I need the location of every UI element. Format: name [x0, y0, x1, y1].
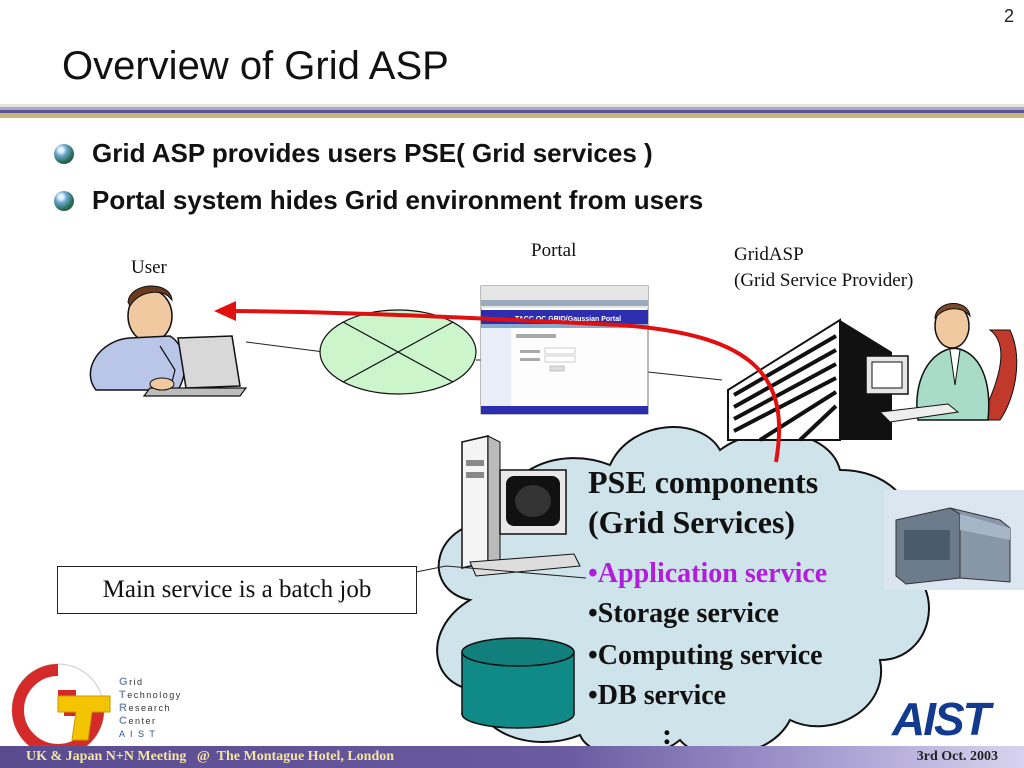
grc-logo-text: Grid Technology Research Center A I S T	[119, 676, 182, 741]
aist-logo: AIST	[892, 693, 991, 745]
grc-logo	[11, 663, 111, 757]
bullet-text: Grid ASP provides users PSE( Grid servic…	[92, 138, 653, 168]
gridasp-label-line1: GridASP	[734, 244, 804, 265]
supercomputer-photo-icon	[884, 490, 1024, 590]
pse-title-line2: (Grid Services)	[588, 504, 796, 540]
user-network-line	[245, 341, 325, 353]
bullet-item: Portal system hides Grid environment fro…	[54, 185, 703, 216]
workstation-computer-icon	[461, 435, 581, 577]
bullet-orb-icon	[54, 143, 74, 164]
portal-label: Portal	[531, 240, 577, 261]
portal-window-title: TACC QC GRID/Gaussian Portal	[515, 316, 621, 323]
pse-title: PSE components (Grid Services)	[588, 462, 818, 542]
pse-item-application: •Application service	[588, 558, 828, 589]
grc-word: esearch	[128, 703, 171, 713]
grc-letter: R	[119, 702, 129, 714]
grc-letter: T	[119, 689, 128, 701]
footer-bar: UK & Japan N+N Meeting @ The Montague Ho…	[0, 746, 1024, 768]
grc-word: echnology	[127, 690, 182, 700]
grc-word: enter	[128, 716, 157, 726]
gridasp-label-line2: (Grid Service Provider)	[734, 270, 914, 291]
pse-item-storage: •Storage service	[588, 598, 779, 629]
footer-left-text: UK & Japan N+N Meeting @ The Montague Ho…	[26, 749, 395, 764]
database-cylinder-icon	[461, 637, 575, 729]
response-arrow	[231, 309, 782, 463]
pse-title-line1: PSE components	[588, 464, 819, 500]
grc-letter: C	[119, 715, 129, 727]
grc-letter: G	[119, 676, 130, 688]
user-label: User	[131, 257, 167, 278]
grc-word: rid	[129, 677, 144, 687]
slide-title: Overview of Grid ASP	[62, 44, 449, 88]
bullet-text: Portal system hides Grid environment fro…	[92, 185, 704, 215]
slide-number: 2	[1003, 6, 1014, 26]
pse-ellipsis: :	[662, 718, 672, 751]
operator-icon	[865, 303, 1018, 423]
grc-sub: A I S T	[119, 729, 157, 739]
user-with-laptop-icon	[89, 285, 248, 397]
pse-item-db: •DB service	[588, 680, 727, 711]
portal-screenshot-icon	[480, 285, 649, 415]
bullet-item: Grid ASP provides users PSE( Grid servic…	[54, 138, 653, 169]
callout-line	[415, 565, 587, 579]
pse-item-computing: •Computing service	[588, 640, 823, 671]
arrow-head	[214, 301, 236, 321]
footer-date: 3rd Oct. 2003	[916, 749, 998, 764]
network-icon	[319, 309, 477, 395]
batch-job-note: Main service is a batch job	[57, 566, 417, 614]
title-rule	[0, 104, 1024, 118]
portal-gridasp-line	[647, 371, 723, 381]
gridasp-label: GridASP (Grid Service Provider)	[734, 242, 913, 294]
bullet-orb-icon	[54, 190, 74, 211]
